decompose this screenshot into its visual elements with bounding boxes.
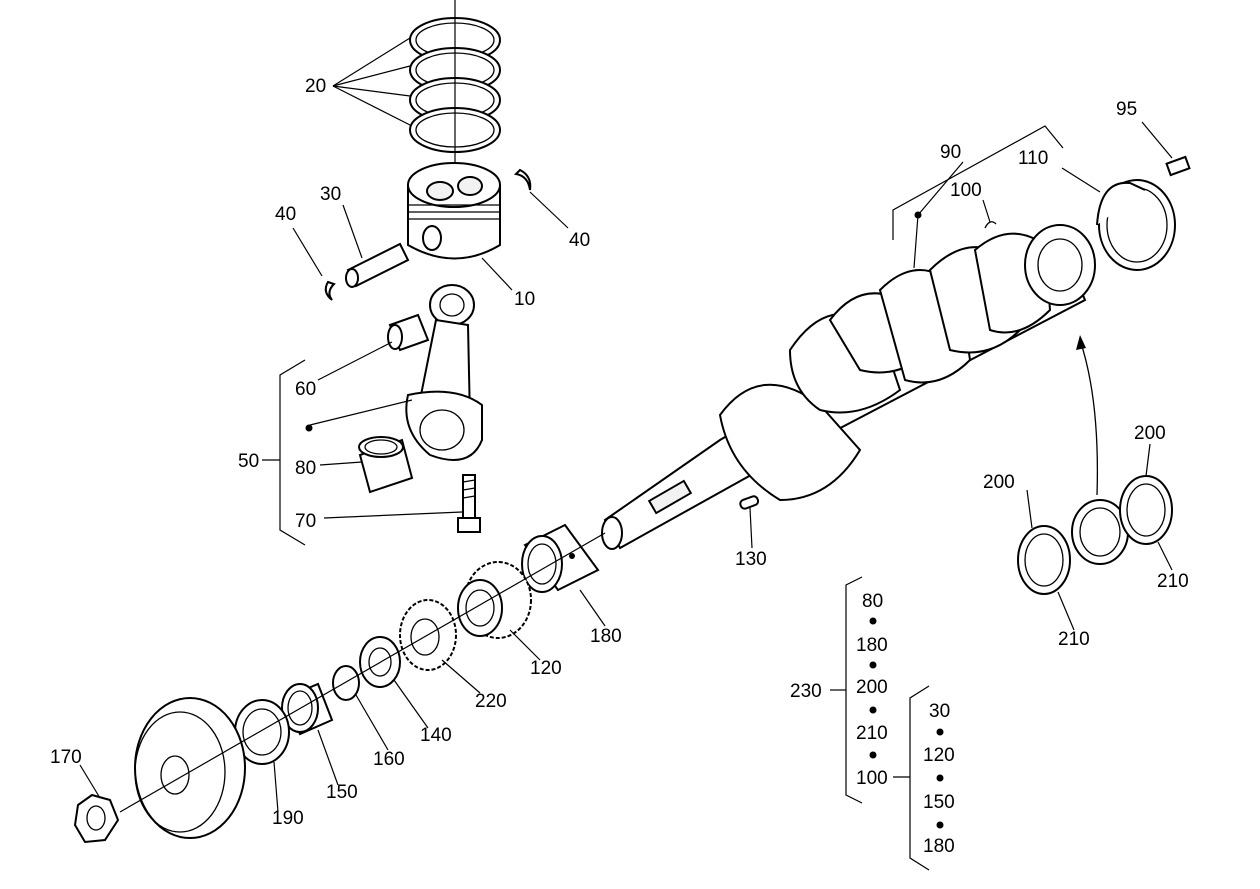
label-140: 140 [420, 725, 452, 746]
circlip-left [324, 280, 336, 301]
kit-100-item: 120 [923, 745, 955, 766]
bullet-50 [305, 424, 313, 432]
rod-bolt [457, 474, 481, 533]
piston-rings [409, 0, 501, 170]
piston-pin [345, 242, 410, 288]
label-150: 150 [326, 782, 358, 803]
label-190: 190 [272, 808, 304, 829]
crank-nut [73, 793, 120, 844]
dowel-pin [984, 221, 997, 229]
pin-95 [1165, 155, 1191, 177]
kit-230-item: 80 [862, 591, 883, 612]
crank-pulley [134, 697, 246, 839]
label-110: 110 [1018, 148, 1048, 169]
label-80: 80 [295, 458, 316, 479]
bracket-50 [279, 359, 306, 546]
label-160: 160 [373, 749, 405, 770]
label-120: 120 [530, 658, 562, 679]
kit-230-item: 180 [856, 635, 888, 656]
kit-100-item: 150 [923, 792, 955, 813]
label-20: 20 [305, 76, 326, 97]
label-170: 170 [50, 747, 82, 768]
crankshaft [601, 224, 1096, 550]
kit-230-item: 100 [856, 768, 888, 789]
label-230: 230 [790, 681, 822, 702]
woodruff-key [739, 495, 760, 510]
label-210-right: 210 [1157, 571, 1189, 592]
assembly-arrow [1079, 339, 1099, 496]
label-95: 95 [1116, 99, 1137, 120]
label-60: 60 [295, 379, 316, 400]
main-bearing-ring [1096, 179, 1176, 271]
label-10: 10 [514, 289, 535, 310]
kit-230-list: 230 80 180 200 210 100 [790, 576, 888, 804]
label-210-bottom: 210 [1058, 629, 1090, 650]
kit-230-item: 210 [856, 723, 888, 744]
kit-230-item: 200 [856, 677, 888, 698]
label-40-right: 40 [569, 230, 590, 251]
label-180: 180 [590, 626, 622, 647]
snap-ring [332, 665, 360, 701]
label-200-left: 200 [983, 472, 1015, 493]
connecting-rod [405, 284, 483, 461]
label-90: 90 [940, 142, 961, 163]
thrust-bearing [1017, 475, 1173, 595]
kit-100-item: 30 [929, 701, 950, 722]
label-130: 130 [735, 549, 767, 570]
rod-bearing-shell [358, 436, 414, 494]
label-220: 220 [475, 691, 507, 712]
label-70: 70 [295, 511, 316, 532]
label-40-left: 40 [275, 204, 296, 225]
label-30: 30 [320, 184, 341, 205]
piston [407, 162, 501, 260]
kit-100-item: 180 [923, 836, 955, 857]
leader-lines [79, 37, 1173, 813]
small-end-bushing [387, 313, 430, 352]
kit-100-list: 30 120 150 180 [893, 685, 955, 871]
bracket-90 [892, 125, 1064, 240]
crank-gear [457, 561, 532, 639]
oil-seal [234, 699, 290, 765]
label-50: 50 [238, 451, 259, 472]
label-100: 100 [950, 180, 982, 201]
circlip-right [513, 168, 532, 191]
label-200-top: 200 [1134, 423, 1166, 444]
